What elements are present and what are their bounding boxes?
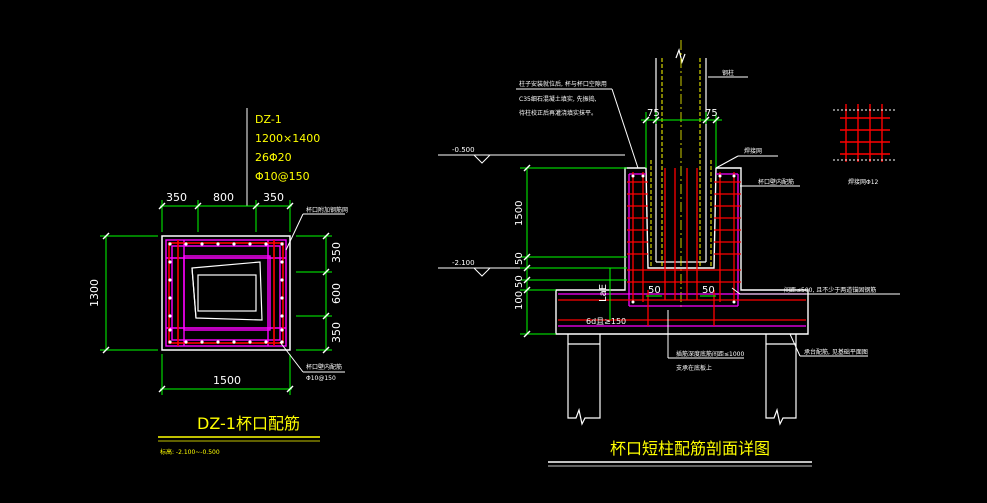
section-rebar-dots: [631, 174, 736, 304]
elevation-markers: [438, 154, 625, 277]
dim-right-3: 350: [330, 322, 343, 343]
note-dowel-1: 插筋深度底筋间距≤1000: [676, 350, 744, 358]
dim-bottom-left-50: 50: [648, 285, 661, 296]
dim-right-2: 600: [330, 283, 343, 304]
cup-main-rebar: [168, 240, 284, 346]
dim-left: 1300: [88, 279, 101, 307]
column-label-stirrup: Φ10@150: [255, 170, 310, 183]
dim-section-1500: 1500: [514, 201, 525, 226]
note-install-2: C35细石混凝土填实, 先振捣,: [519, 95, 597, 103]
dim-top-2: 800: [213, 191, 234, 204]
right-detail-title: 杯口短柱配筋剖面详图: [610, 439, 770, 458]
note-anchor-spacing: 间距≤500, 且不少于两道锚固钢筋: [784, 286, 876, 294]
left-dimension-lines: [100, 200, 332, 395]
note-weld-mesh-spec: 焊接网Φ12: [848, 178, 879, 186]
section-left-dims: [520, 112, 722, 335]
cup-opening: [191, 261, 263, 321]
rebar-6d-label: 6d且≥150: [586, 317, 626, 326]
piles: [567, 334, 797, 426]
note-dowel-2: 支承在底板上: [676, 364, 712, 372]
dim-right-1: 350: [330, 242, 343, 263]
weld-mesh-icon: [840, 104, 890, 162]
left-dimension-ticks: [102, 202, 330, 393]
dim-section-100: 100: [514, 291, 525, 310]
note-cup-wall-rebar: 杯口壁内配筋: [306, 363, 342, 371]
right-section-detail: -0.500 -2.100: [438, 40, 900, 467]
left-plan-detail: DZ-1 1200×1400 26Φ20 Φ10@150 350 800 350…: [88, 108, 348, 456]
note-steel-column: 钢柱: [722, 69, 734, 77]
note-install-1: 柱子安装就位后, 杯与杯口空隙用: [519, 80, 607, 88]
dim-top-3: 350: [263, 191, 284, 204]
cup-section-stirrups: [558, 173, 806, 327]
note-cup-wall-rebar-spec: Φ10@150: [306, 375, 336, 382]
dim-col-left: 75: [647, 108, 660, 119]
dim-top-1: 350: [166, 191, 187, 204]
note-weld-mesh: 焊接网: [744, 147, 762, 155]
section-dim-ticks: [523, 116, 720, 338]
dim-bottom-right-50: 50: [702, 285, 715, 296]
left-detail-title: DZ-1杯口配筋: [197, 414, 300, 433]
elevation-top: -0.500: [452, 146, 475, 154]
column-label-size: 1200×1400: [255, 132, 320, 145]
column-label-name: DZ-1: [255, 113, 282, 126]
dim-col-right: 75: [705, 108, 718, 119]
left-note-leaders: [279, 213, 345, 373]
elevation-bottom: -2.100: [452, 259, 475, 267]
dim-section-50-b: 50: [514, 275, 525, 288]
left-detail-subtitle: 标高: -2.100~-0.500: [160, 448, 220, 456]
note-cap-rebar: 承台配筋, 见基础平面图: [804, 348, 868, 356]
note-wall-rebar: 杯口壁内配筋: [758, 178, 794, 186]
lae-label: LaE: [598, 284, 609, 302]
note-cup-mesh: 杯口附加钢筋网: [306, 206, 348, 214]
column-rebar: [650, 58, 712, 268]
section-note-leaders: [516, 76, 900, 359]
note-install-3: 待柱校正后再灌浇填实抹平。: [519, 109, 597, 117]
dim-bottom: 1500: [213, 374, 241, 387]
rebar-dots: [168, 242, 284, 344]
cup-section-red-rebar: [558, 168, 806, 326]
cup-section-outline: [555, 167, 809, 335]
cup-wall-stirrups: [165, 239, 287, 347]
dim-section-50-a: 50: [514, 252, 525, 265]
cup-outline: [161, 235, 291, 351]
column-label-main-rebar: 26Φ20: [255, 151, 292, 164]
